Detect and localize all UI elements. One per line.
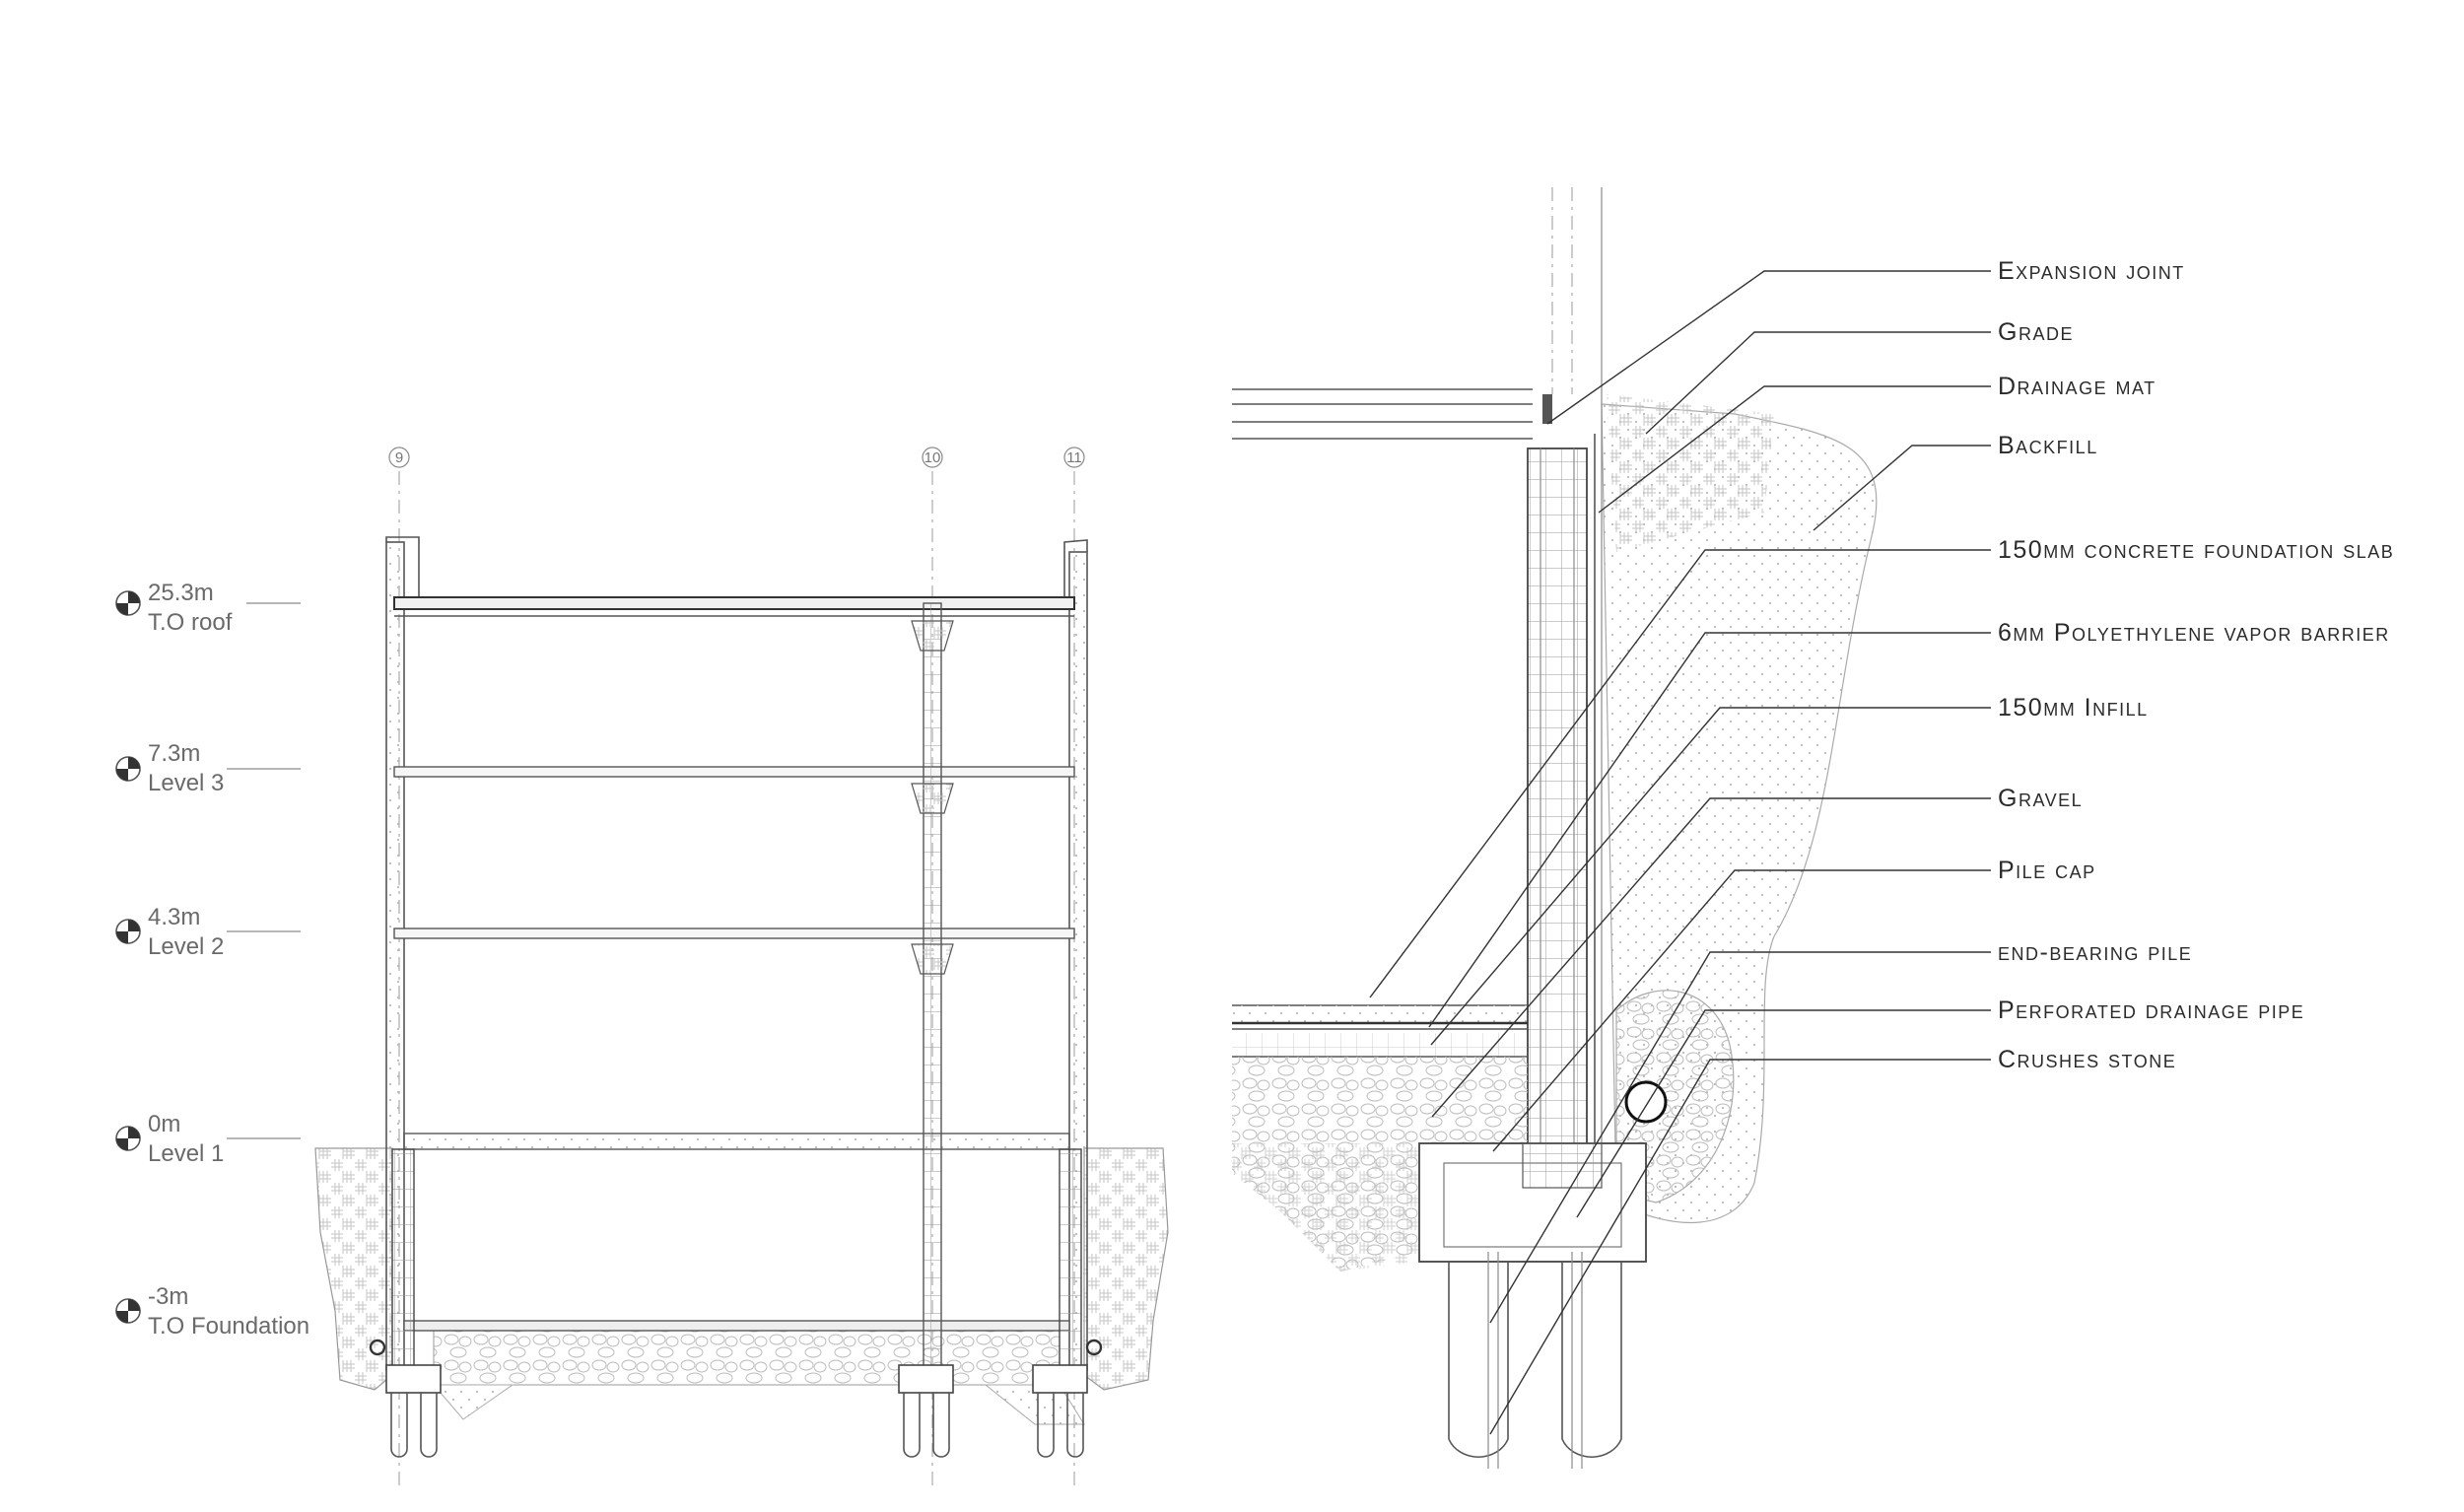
drainage-mat-region: [1607, 394, 1774, 552]
callout-infill: 150mm Infill: [1430, 694, 2149, 1046]
svg-text:T.O Foundation: T.O Foundation: [148, 1313, 309, 1340]
callout-backfill: Backfill: [1813, 432, 2098, 531]
svg-text:4.3m: 4.3m: [148, 904, 200, 930]
svg-text:Level 3: Level 3: [148, 770, 224, 796]
callout-vapor-barrier: 6mm Polyethylene vapor barrier: [1428, 619, 2390, 1028]
svg-text:25.3m: 25.3m: [148, 580, 214, 606]
callout-gravel: Gravel: [1431, 785, 2083, 1118]
svg-text:Level 2: Level 2: [148, 933, 224, 960]
svg-text:150mm Infill: 150mm Infill: [1998, 694, 2149, 722]
subgrade-region: [1232, 1143, 1419, 1271]
svg-text:Backfill: Backfill: [1998, 432, 2098, 459]
svg-text:7.3m: 7.3m: [148, 740, 200, 767]
svg-text:Perforated drainage pipe: Perforated drainage pipe: [1998, 997, 2304, 1024]
callout-pile-cap: Pile cap: [1492, 857, 2096, 1152]
svg-text:10: 10: [924, 449, 941, 466]
svg-text:Drainage mat: Drainage mat: [1998, 373, 2156, 400]
svg-text:-3m: -3m: [148, 1283, 188, 1310]
svg-text:0m: 0m: [148, 1111, 180, 1137]
callout-foundation-slab: 150mm concrete foundation slab: [1369, 536, 2394, 998]
level-marker-level-3: 7.3m Level 3: [115, 740, 301, 796]
svg-text:6mm Polyethylene vapor barrier: 6mm Polyethylene vapor barrier: [1998, 619, 2390, 647]
svg-text:end-bearing pile: end-bearing pile: [1998, 938, 2192, 966]
callout-expansion-joint: Expansion joint: [1546, 257, 2185, 425]
foundation-detail: Expansion joint Grade Drainage mat Backf…: [1232, 187, 2394, 1469]
level-marker-level-1: 0m Level 1: [115, 1111, 301, 1167]
foundation-wall: [1527, 447, 1588, 1149]
level-marker-roof: 25.3m T.O roof: [115, 580, 301, 636]
section-structure: [369, 536, 1103, 1458]
svg-text:9: 9: [395, 449, 403, 466]
callout-grade: Grade: [1645, 318, 2074, 435]
building-section: 9 10 11 25.3m T.O roof 7.3m Level 3: [115, 447, 1169, 1488]
perforated-drainage-pipe: [1624, 1080, 1668, 1124]
svg-text:Level 1: Level 1: [148, 1140, 224, 1167]
expansion-joint: [1542, 394, 1552, 424]
svg-text:Grade: Grade: [1998, 318, 2074, 346]
section-soil: [314, 1147, 1169, 1425]
level-marker-level-2: 4.3m Level 2: [115, 904, 301, 960]
svg-text:Expansion joint: Expansion joint: [1998, 257, 2185, 285]
end-bearing-piles: [1448, 1252, 1622, 1469]
callout-crushed-stone: Crushes stone: [1489, 1046, 2176, 1435]
floor-slab-layers: [1232, 1004, 1528, 1058]
callout-end-bearing-pile: end-bearing pile: [1489, 938, 2192, 1324]
svg-text:Crushes stone: Crushes stone: [1998, 1046, 2176, 1073]
level-marker-foundation: -3m T.O Foundation: [115, 1283, 309, 1340]
pile-cap: [1418, 1142, 1647, 1263]
svg-text:11: 11: [1066, 449, 1082, 466]
callout-drainage-mat: Drainage mat: [1598, 373, 2156, 514]
svg-text:Pile cap: Pile cap: [1998, 857, 2096, 884]
grade-slab: [1232, 388, 1533, 440]
callout-drainage-pipe: Perforated drainage pipe: [1576, 997, 2304, 1218]
svg-text:Gravel: Gravel: [1998, 785, 2083, 812]
svg-text:T.O roof: T.O roof: [148, 609, 233, 636]
svg-text:150mm concrete foundation slab: 150mm concrete foundation slab: [1998, 536, 2394, 564]
